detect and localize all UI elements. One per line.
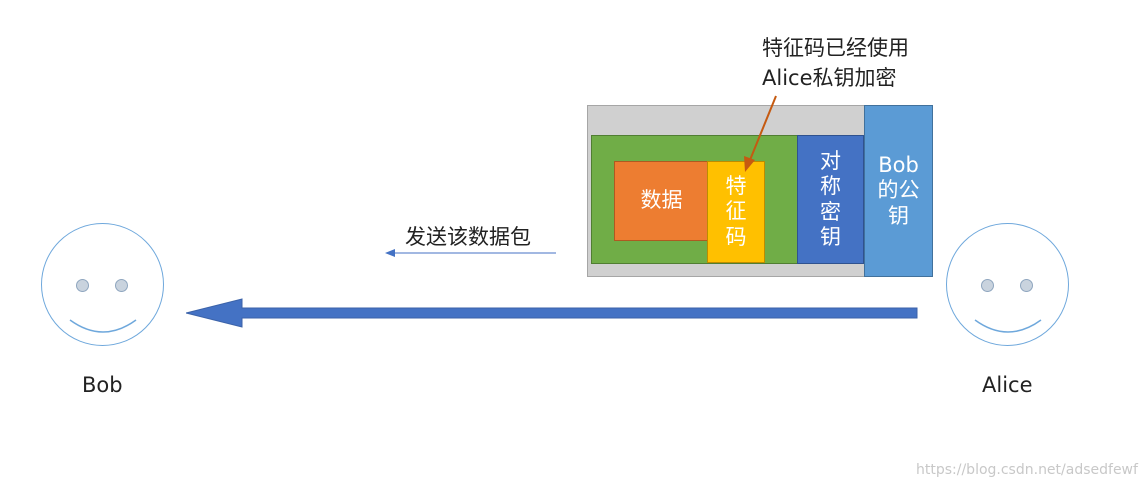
symmetric-key-block: 对 称 密 钥 (797, 135, 864, 264)
alice-smile (974, 319, 1042, 333)
annotation-arrow (744, 95, 777, 172)
bob-public-key-label: Bob 的公 钥 (877, 153, 920, 228)
data-block-label: 数据 (640, 188, 683, 213)
transfer-arrow (186, 298, 918, 328)
bob-smile (69, 319, 137, 333)
bob-label: Bob (82, 373, 123, 397)
alice-label: Alice (982, 373, 1033, 397)
watermark-url: https://blog.csdn.net/adsedfewf (916, 462, 1138, 478)
alice-right-eye (1020, 279, 1033, 292)
annotation-text: 特征码已经使用 Alice私钥加密 (762, 33, 909, 93)
annotation-line-1: 特征码已经使用 (762, 36, 909, 60)
alice-smiley-face (946, 223, 1069, 346)
signature-block: 特 征 码 (707, 161, 765, 263)
annotation-line-2: Alice私钥加密 (762, 66, 897, 90)
bob-right-eye (115, 279, 128, 292)
bob-public-key-block: Bob 的公 钥 (864, 105, 933, 277)
symmetric-key-label: 对 称 密 钥 (820, 149, 841, 249)
bob-smiley-face (41, 223, 164, 346)
bob-left-eye (76, 279, 89, 292)
send-small-arrow (385, 249, 556, 257)
send-packet-label: 发送该数据包 (405, 225, 531, 249)
signature-block-label: 特 征 码 (725, 174, 747, 249)
alice-left-eye (981, 279, 994, 292)
data-block: 数据 (614, 161, 709, 241)
